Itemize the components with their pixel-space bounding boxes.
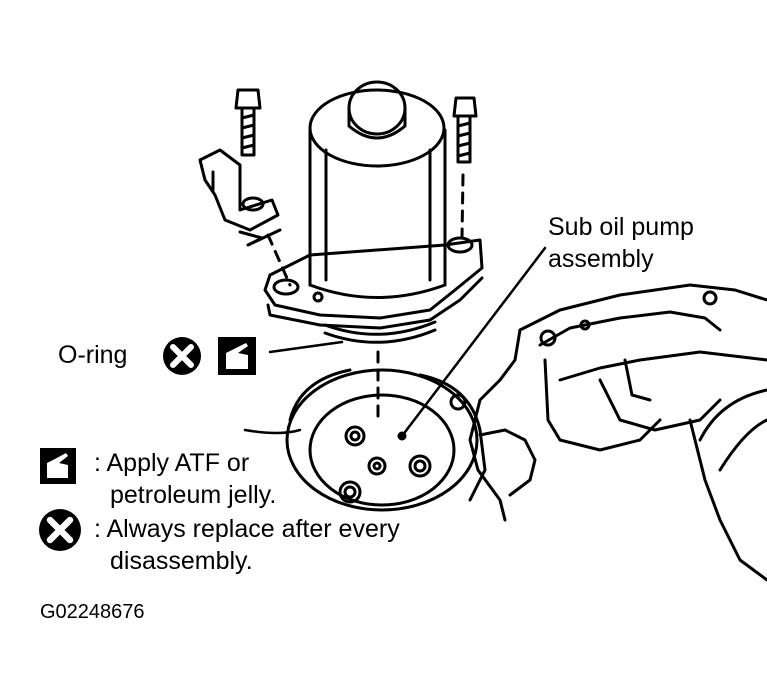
transmission-housing xyxy=(468,283,767,582)
figure-id: G02248676 xyxy=(40,601,145,623)
sub-oil-pump-label-line2: assembly xyxy=(548,245,654,273)
x-circle-icon xyxy=(39,509,81,551)
sub-oil-pump-label-line1: Sub oil pump xyxy=(548,213,694,241)
oil-can-icon xyxy=(218,337,256,375)
legend-replace-line1: : Always replace after every xyxy=(94,515,400,543)
left-bolt xyxy=(234,88,262,157)
legend-atf-line1: : Apply ATF or xyxy=(94,449,250,477)
right-bolt xyxy=(452,96,478,164)
o-ring-label: O-ring xyxy=(58,341,128,369)
guide-lines xyxy=(266,173,465,422)
x-circle-icon xyxy=(163,337,201,375)
sub-oil-pump xyxy=(308,80,447,299)
legend-replace-line2: disassembly. xyxy=(110,547,253,575)
mounting-flange xyxy=(263,236,484,330)
o-ring xyxy=(323,320,437,344)
oil-can-icon xyxy=(40,448,76,484)
pump-bore xyxy=(285,368,487,512)
legend-atf-line2: petroleum jelly. xyxy=(110,481,277,509)
leader-lines xyxy=(243,246,547,438)
bracket xyxy=(198,148,282,247)
